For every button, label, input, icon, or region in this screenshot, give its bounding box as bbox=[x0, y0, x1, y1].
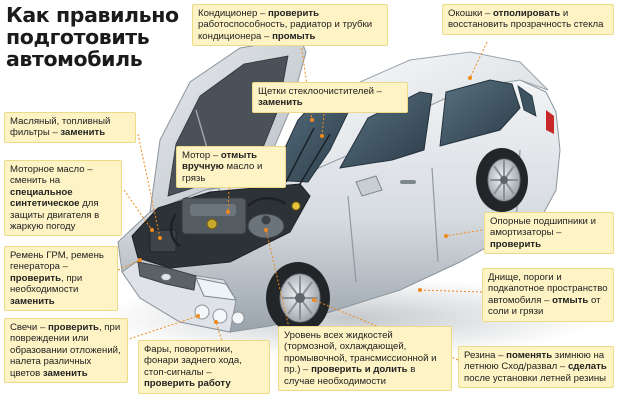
page-title: Как правильно подготовить автомобиль bbox=[6, 4, 186, 70]
callout-windows-text-1: отполировать bbox=[493, 8, 561, 19]
callout-fluids-text-2: в случае необходимости bbox=[284, 364, 416, 387]
callout-timing-belt: Ремень ГРМ, ремень генератора – проверит… bbox=[4, 246, 118, 312]
callout-filters-text-0: Масляный, топливный фильтры – bbox=[10, 116, 111, 139]
callout-spark-plugs-text-2: , при повреждении или образовании отложе… bbox=[10, 322, 121, 379]
callout-conditioner-text-3: промыть bbox=[272, 30, 316, 42]
callout-timing-belt-text-3: заменить bbox=[10, 295, 55, 307]
callout-motor-oil-text-1: специальное синтетическое bbox=[10, 186, 80, 210]
callout-conditioner-text-0: Кондиционер – bbox=[198, 8, 269, 19]
callout-fluids-text-1: проверить и долить bbox=[311, 364, 408, 376]
fog-light-right bbox=[212, 308, 228, 324]
reservoir-cap bbox=[261, 215, 271, 225]
callout-underbody: Днище, пороги и подкапотное пространство… bbox=[482, 268, 614, 322]
callout-conditioner-text-2: работоспособность, радиатор и трубки кон… bbox=[198, 19, 373, 42]
callout-fluids: Уровень всех жидкостей (тормозной, охлаж… bbox=[278, 326, 452, 392]
callout-underbody-text-2: от соли и грязи bbox=[488, 294, 601, 318]
callout-lights-text-1: проверить работу bbox=[144, 378, 231, 390]
front-door-handle bbox=[400, 180, 416, 184]
callout-windows-text-2: и восстановить прозрачность стекла bbox=[448, 8, 604, 31]
callout-timing-belt-text-1: проверить bbox=[10, 272, 61, 284]
callout-tires-text-3: Сход/развал – bbox=[498, 361, 568, 373]
callout-tires-text-0: Резина – bbox=[464, 350, 507, 361]
callout-lights-text-0: Фары, поворотники, фонари заднего хода, … bbox=[144, 344, 242, 378]
callout-filters: Масляный, топливный фильтры – заменить bbox=[4, 112, 136, 143]
engine-cover bbox=[190, 204, 236, 216]
front-side-window bbox=[339, 91, 433, 169]
callout-underbody-text-1: отмыть bbox=[552, 294, 589, 306]
callout-timing-belt-text-0: Ремень ГРМ, ремень генератора – bbox=[10, 250, 104, 273]
callout-engine-text-1: отмыть вручную bbox=[182, 150, 258, 173]
callout-wipers: Щетки стеклоочистителей – заменить bbox=[252, 82, 408, 113]
callout-windows-text-0: Окошки – bbox=[448, 8, 494, 19]
washer-cap bbox=[291, 201, 301, 211]
front-wheel bbox=[266, 262, 330, 334]
callout-tires-text-4: сделать bbox=[567, 361, 607, 373]
callout-wipers-text-1: заменить bbox=[258, 97, 303, 109]
callout-timing-belt-text-2: , при необходимости bbox=[10, 272, 83, 296]
callout-engine-text-2: масло и грязь bbox=[182, 161, 263, 184]
callout-fluids-text-0: Уровень всех жидкостей (тормозной, охлаж… bbox=[284, 330, 437, 376]
callout-engine: Мотор – отмыть вручную масло и грязь bbox=[176, 146, 286, 189]
title-line-2: подготовить bbox=[6, 25, 150, 49]
callout-conditioner-text-1: проверить bbox=[268, 8, 319, 19]
side-mirror bbox=[355, 175, 383, 197]
callout-engine-text-0: Мотор – bbox=[182, 150, 221, 161]
callout-tires-text-5: после установки летней резины bbox=[464, 372, 607, 384]
callout-motor-oil-text-2: для защиты двигателя в жаркую погоду bbox=[10, 198, 100, 233]
callout-filters-text-1: заменить bbox=[60, 127, 106, 139]
title-line-1: Как правильно bbox=[6, 3, 179, 27]
callout-bearings-text-1: проверить bbox=[490, 238, 541, 250]
callout-tires-text-1: поменять bbox=[506, 350, 553, 361]
callout-windows: Окошки – отполировать и восстановить про… bbox=[442, 4, 614, 35]
callout-tires-text-2: зимнюю на летнюю bbox=[464, 350, 605, 373]
callout-spark-plugs: Свечи – проверить, при повреждении или о… bbox=[4, 318, 128, 384]
oil-cap bbox=[206, 218, 218, 230]
callout-wipers-text-0: Щетки стеклоочистителей – bbox=[258, 86, 383, 97]
callout-motor-oil-text-0: Моторное масло – сменить на bbox=[10, 164, 93, 187]
callout-tires: Резина – поменять зимнюю на летнюю Сход/… bbox=[458, 346, 614, 389]
rear-light bbox=[546, 110, 554, 134]
callout-spark-plugs-text-1: проверить bbox=[47, 322, 99, 333]
callout-underbody-text-0: Днище, пороги и подкапотное пространство… bbox=[488, 272, 608, 306]
headlight bbox=[195, 277, 237, 301]
title-line-3: автомобиль bbox=[6, 47, 143, 71]
rear-wheel bbox=[476, 148, 528, 212]
callout-motor-oil: Моторное масло – сменить на специальное … bbox=[4, 160, 122, 237]
callout-lights: Фары, поворотники, фонари заднего хода, … bbox=[138, 340, 270, 394]
callout-spark-plugs-text-3: заменить bbox=[42, 367, 88, 379]
callout-conditioner: Кондиционер – проверить работоспособност… bbox=[192, 4, 388, 47]
callout-spark-plugs-text-0: Свечи – bbox=[10, 322, 48, 333]
callout-bearings-text-0: Опорные подшипники и амортизаторы – bbox=[490, 216, 596, 239]
leader-dots bbox=[138, 76, 472, 324]
rear-side-window bbox=[439, 79, 521, 147]
rear-quarter-window bbox=[517, 85, 537, 117]
fluid-reservoir bbox=[247, 213, 285, 239]
callout-bearings: Опорные подшипники и амортизаторы – пров… bbox=[484, 212, 614, 255]
turn-light bbox=[231, 311, 245, 325]
engine-hoses bbox=[169, 197, 287, 248]
front-badge bbox=[160, 273, 172, 281]
wiper-arms bbox=[285, 127, 331, 185]
